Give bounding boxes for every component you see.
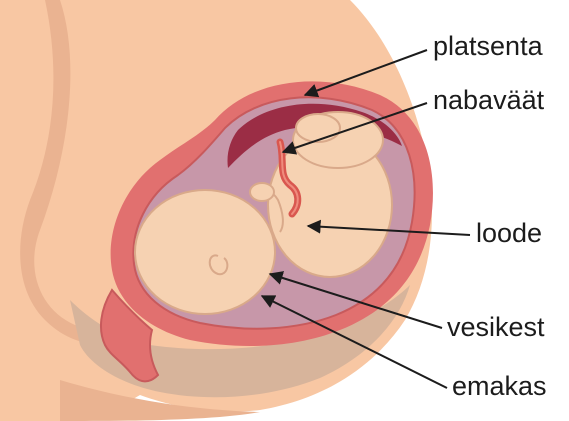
fetus-hand	[250, 183, 274, 201]
fetus-foot	[296, 114, 340, 142]
label-uterus: emakas	[452, 371, 547, 401]
label-fetus: loode	[476, 218, 542, 248]
fetus-head	[135, 190, 275, 314]
fetus-ear	[210, 255, 228, 274]
label-placenta: platsenta	[433, 31, 543, 61]
label-amniotic-sac: vesikest	[447, 312, 545, 342]
label-umbilical-cord: nabaväät	[433, 85, 544, 115]
